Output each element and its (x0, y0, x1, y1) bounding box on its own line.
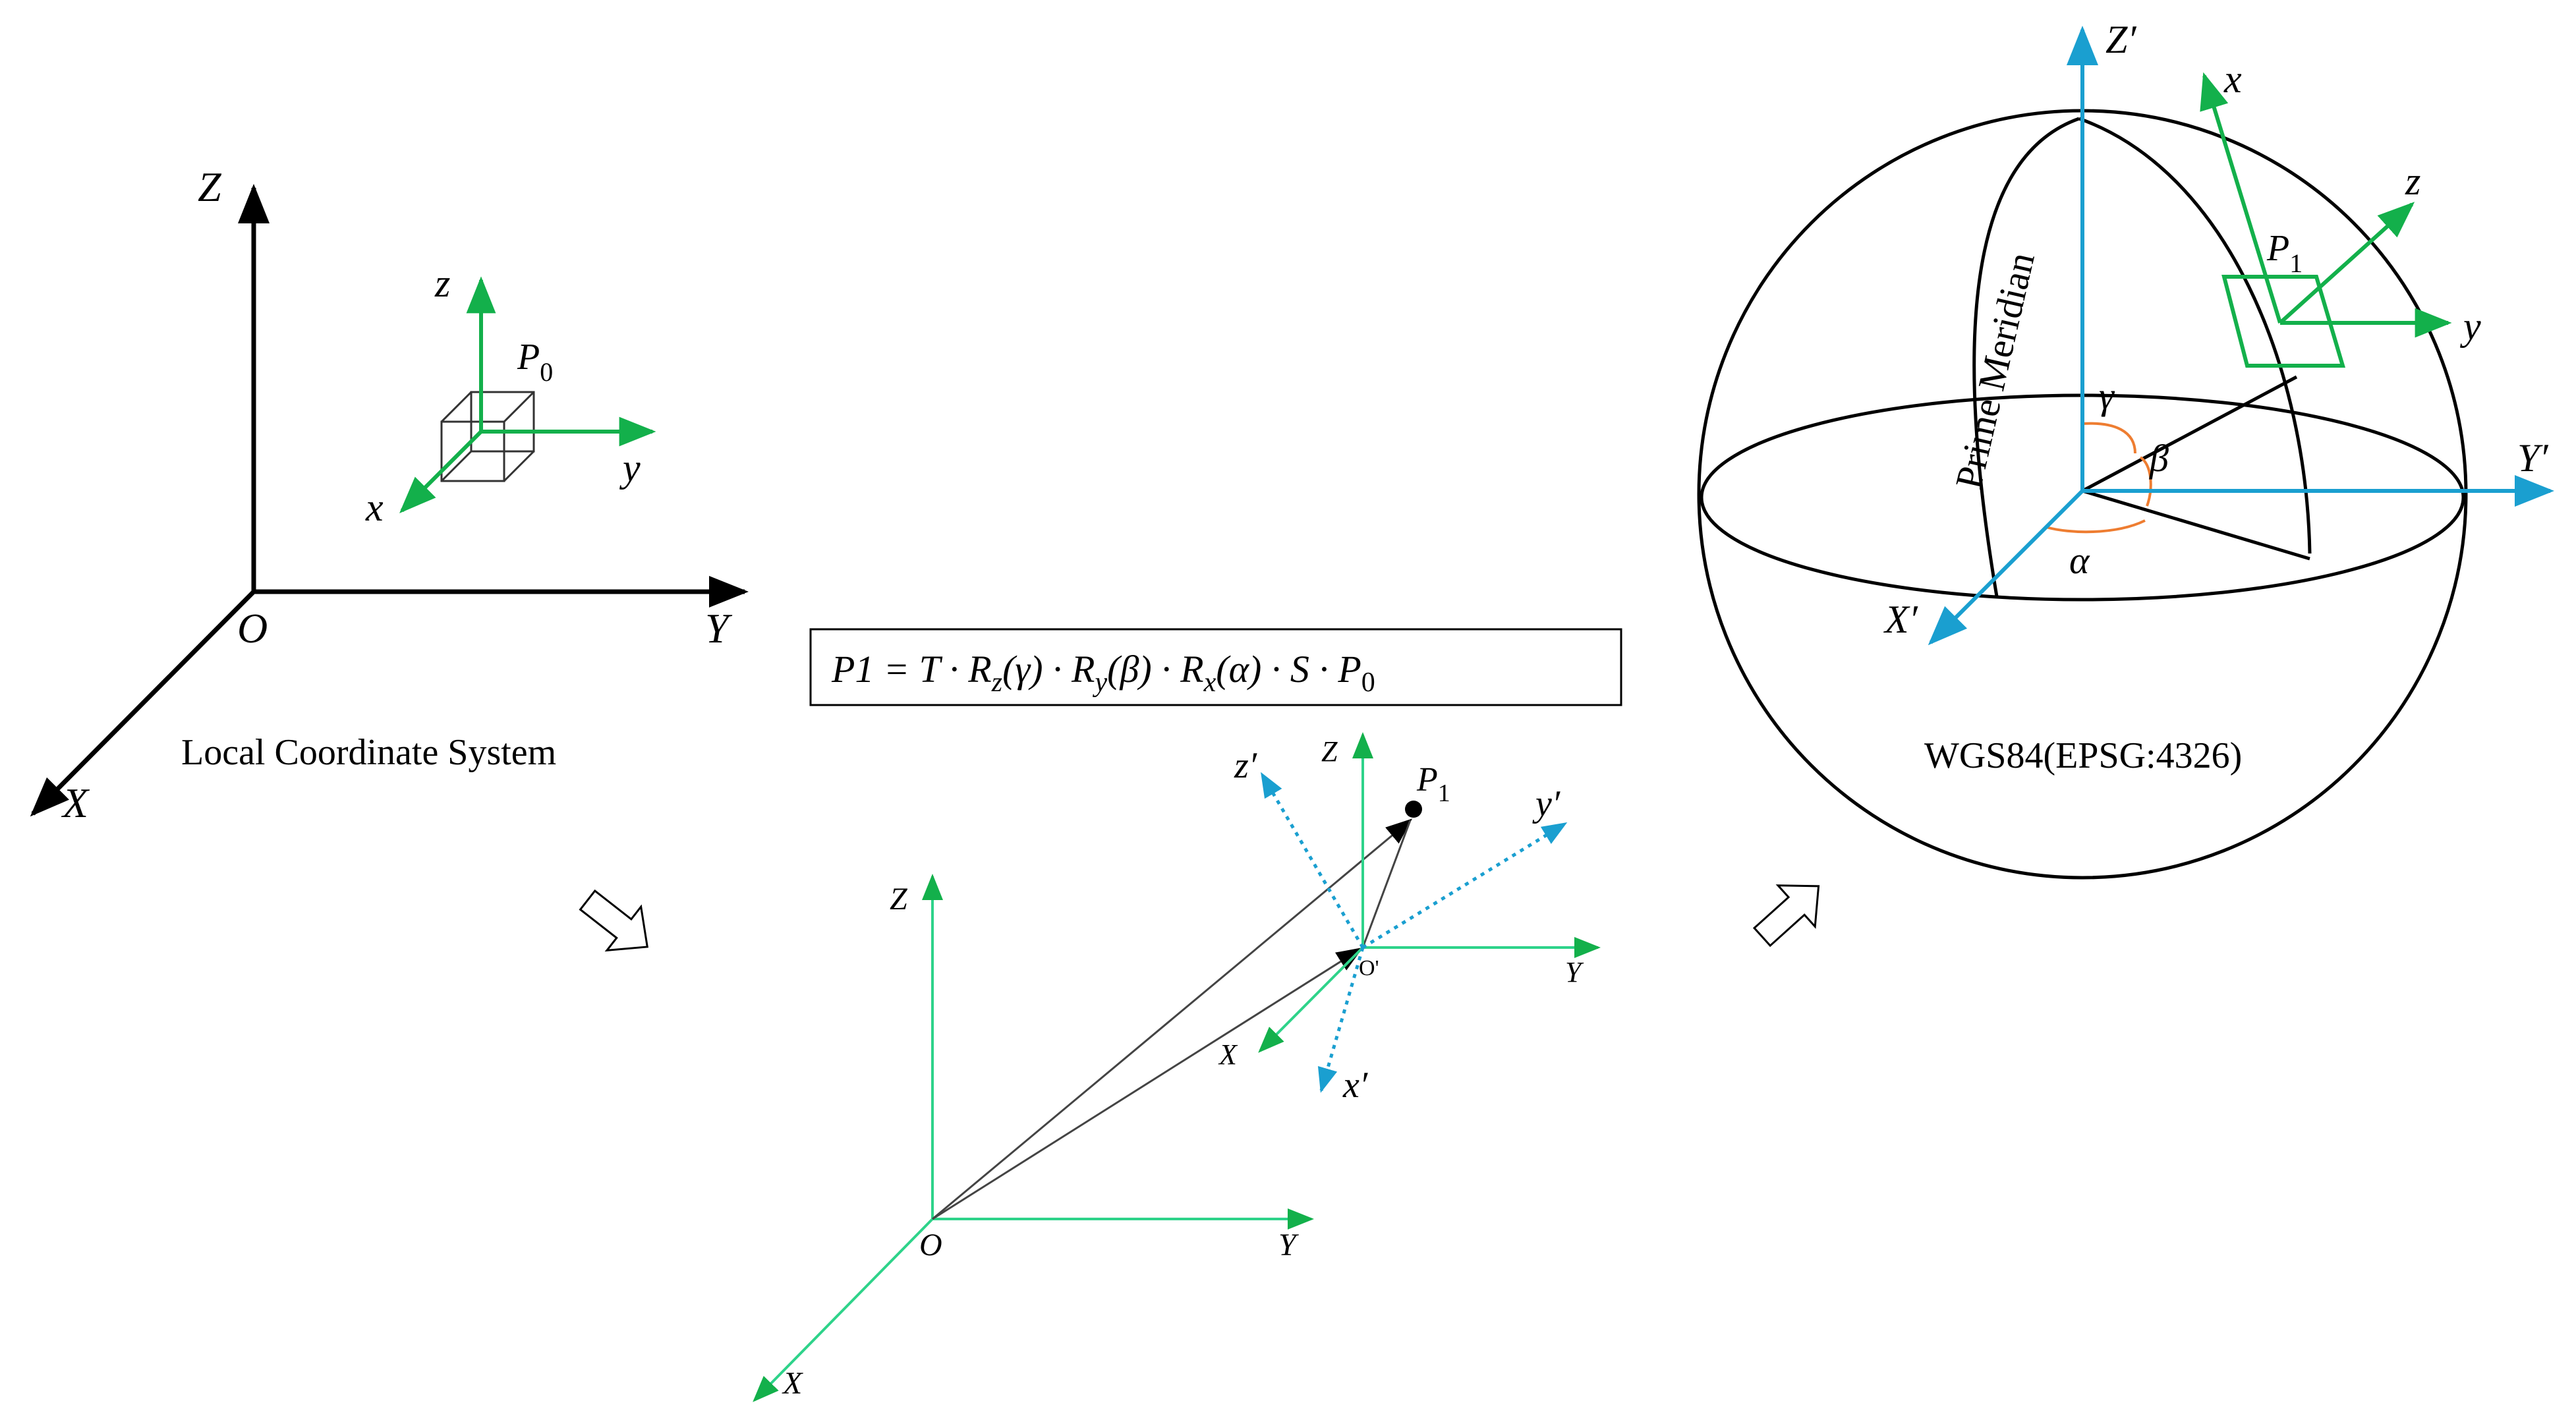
beta-arc (2139, 456, 2152, 507)
formula-text: P1 = T · Rz(γ) · Ry(β) · Rx(α) · S · P0 (831, 648, 1375, 698)
p1-y-label: y (2459, 304, 2481, 348)
mid-x-axis (753, 1218, 934, 1402)
local-object-y-label: y (619, 446, 641, 490)
rot-z-prime-label: z′ (1234, 745, 1257, 786)
rot-x-prime-label: x′ (1342, 1065, 1368, 1106)
mid-x-label: X (782, 1366, 803, 1401)
beta-label: β (2149, 437, 2169, 480)
vector-o-to-o-prime (932, 947, 1363, 1220)
transition-arrow-2 (1752, 884, 1820, 948)
vector-o-prime-to-p1 (1361, 820, 1412, 948)
local-object-cube (440, 391, 535, 482)
mid-point-label: P1 (1416, 761, 1450, 807)
local-caption: Local Coordinate System (181, 732, 556, 773)
point-p1 (1405, 801, 1422, 818)
globe-caption: WGS84(EPSG:4326) (1924, 735, 2242, 776)
globe-z-label: Z′ (2105, 18, 2136, 61)
formula-box (809, 628, 1622, 706)
globe-x-label: X′ (1883, 598, 1918, 641)
alpha-label: α (2069, 539, 2090, 582)
globe-panel: γ β α Z′ Y′ X′ Prime Meridian x y z P1 W… (1697, 18, 2554, 880)
local-point-label: P0 (517, 337, 553, 387)
local-object-z-label: z (434, 262, 450, 305)
local-origin-label: O (237, 605, 268, 652)
local-z-label: Z (198, 163, 222, 210)
local-object-x-label: x (365, 486, 384, 529)
rot-y-prime-axis (1361, 822, 1568, 949)
globe-y-label: Y′ (2517, 436, 2548, 480)
rot-x-prime-axis (1317, 947, 1365, 1093)
mid-origin-label: O (919, 1228, 942, 1262)
local-x-label: X (61, 779, 90, 826)
sub-x-label: X (1218, 1038, 1238, 1071)
prime-meridian-label: Prime Meridian (1947, 248, 2043, 493)
local-x-axis (30, 590, 256, 817)
p1-x-axis (2200, 72, 2282, 324)
alpha-arc (2046, 519, 2146, 534)
transform-formula: P1 = T · Rz(γ) · Ry(β) · Rx(α) · S · P0 (809, 628, 1622, 706)
sub-x-axis (1258, 946, 1364, 1053)
gamma-label: γ (2099, 374, 2115, 417)
sub-origin-label: O' (1359, 956, 1379, 980)
p1-z-axis (2278, 202, 2415, 325)
p1-object-plane (2221, 275, 2346, 368)
gamma-arc (2082, 422, 2136, 454)
prime-meridian-arc (1972, 117, 2080, 597)
sub-z-label: Z (1321, 735, 1338, 768)
globe-x-axis (1928, 489, 2084, 646)
p1-z-label: z (2405, 159, 2420, 203)
vector-o-to-p1 (932, 818, 1413, 1220)
mid-y-label: Y (1278, 1228, 1299, 1262)
local-object-x-axis (399, 430, 483, 513)
sub-y-label: Y (1565, 956, 1584, 988)
local-y-label: Y (705, 605, 733, 652)
rot-y-prime-label: y′ (1532, 783, 1560, 824)
radius-to-equator (2082, 489, 2310, 561)
p1-x-label: x (2223, 57, 2242, 101)
globe-point-label: P1 (2266, 228, 2303, 278)
mid-z-label: Z (890, 882, 908, 917)
transition-arrow-1 (579, 889, 649, 952)
object-meridian-arc (2078, 117, 2312, 554)
local-coordinate-panel: Z Y X O z y x P0 Local Coordinate System (30, 163, 749, 826)
rot-z-prime-axis (1260, 772, 1365, 949)
intermediate-panel: Z Y X O P1 Z Y X O' z′ y′ x′ (753, 732, 1601, 1402)
radius-to-p1 (2081, 375, 2298, 493)
